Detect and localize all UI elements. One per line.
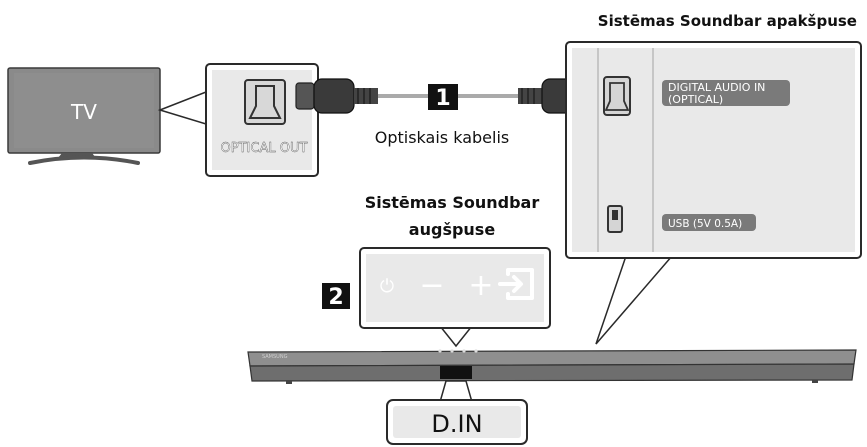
step-1-badge [428, 84, 458, 110]
step-2-badge [322, 283, 350, 309]
digital-audio-in-port-icon [603, 76, 631, 116]
soundbar-brand: SAMSUNG [262, 354, 288, 360]
display-callout [439, 380, 473, 403]
tv-label: TV [70, 100, 97, 124]
bottom-panel: DIGITAL AUDIO IN (OPTICAL) USB (5V 0.5A) [565, 41, 862, 259]
tv: TV [7, 67, 161, 165]
power-button-icon: ⏻ [380, 276, 394, 297]
soundbar: SAMSUNG [247, 349, 857, 384]
step-1-number: 1 [435, 86, 450, 111]
volume-up-button-icon: + [468, 268, 493, 303]
tv-optical-out-box: OPTICAL OUT [205, 63, 319, 177]
source-button-icon [498, 268, 534, 300]
soundbar-display-window [440, 366, 472, 379]
display-text: D.IN [431, 410, 482, 438]
volume-down-button-icon: − [419, 268, 444, 303]
cable-label: Optiskais kabelis [375, 128, 509, 147]
display-box: D.IN [386, 399, 528, 445]
digital-audio-in-label-2: (OPTICAL) [668, 93, 723, 106]
cable-plug-left [295, 78, 378, 114]
optical-port-icon [244, 79, 286, 125]
digital-audio-in-label-1: DIGITAL AUDIO IN [668, 81, 765, 94]
digital-audio-in-tag [662, 80, 790, 106]
usb-port-icon [607, 205, 623, 233]
bottom-panel-title: Sistēmas Soundbar apakšpuse [598, 12, 857, 30]
usb-label: USB (5V 0.5A) [668, 218, 742, 230]
usb-tag [662, 214, 756, 231]
step-2-number: 2 [328, 285, 343, 310]
top-panel-title-2: augšpuse [409, 220, 496, 239]
bottom-panel-callout [595, 255, 674, 345]
tv-port-label: OPTICAL OUT [221, 141, 308, 156]
tv-callout [157, 90, 207, 126]
top-panel: ⏻ − + [359, 247, 551, 329]
top-panel-title-1: Sistēmas Soundbar [365, 193, 540, 212]
